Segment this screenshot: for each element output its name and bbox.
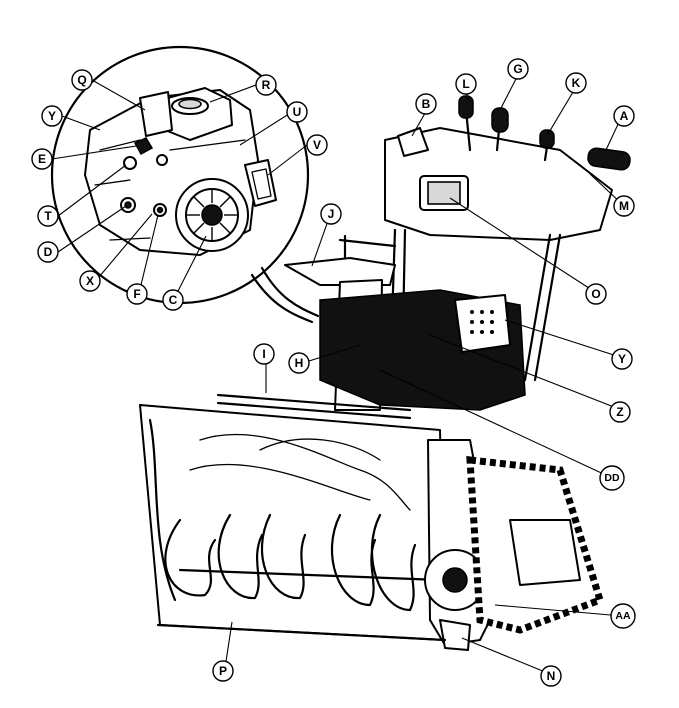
svg-text:P: P: [219, 664, 227, 678]
label-D: D: [37, 241, 59, 263]
snowblower-body: [139, 95, 631, 651]
label-M: M: [613, 195, 635, 217]
svg-text:X: X: [86, 274, 94, 288]
label-DD: DD: [599, 465, 625, 491]
svg-text:I: I: [262, 347, 265, 361]
svg-text:T: T: [44, 209, 52, 223]
label-J: J: [320, 203, 342, 225]
label-R: R: [255, 74, 277, 96]
label-E: E: [31, 148, 53, 170]
svg-text:AA: AA: [615, 610, 631, 622]
svg-text:Q: Q: [77, 73, 86, 87]
label-Q: Q: [71, 69, 93, 91]
svg-text:E: E: [38, 152, 46, 166]
svg-text:V: V: [313, 138, 321, 152]
label-G: G: [507, 58, 529, 80]
svg-text:K: K: [572, 76, 581, 90]
label-C: C: [162, 289, 184, 311]
svg-text:M: M: [619, 199, 629, 213]
svg-text:C: C: [169, 293, 178, 307]
label-L: L: [455, 73, 477, 95]
svg-text:G: G: [513, 62, 522, 76]
label-P: P: [212, 660, 234, 682]
label-O: O: [585, 283, 607, 305]
svg-text:B: B: [422, 97, 431, 111]
svg-text:A: A: [620, 109, 629, 123]
label-Y-machine: Y: [611, 348, 633, 370]
label-K: K: [565, 72, 587, 94]
svg-text:U: U: [293, 105, 302, 119]
label-A: A: [613, 105, 635, 127]
svg-text:O: O: [591, 287, 600, 301]
label-F: F: [126, 283, 148, 305]
svg-text:Z: Z: [616, 405, 623, 419]
svg-text:F: F: [133, 287, 140, 301]
label-U: U: [286, 101, 308, 123]
label-Z: Z: [609, 401, 631, 423]
svg-text:DD: DD: [604, 472, 620, 484]
svg-text:Y: Y: [618, 352, 626, 366]
label-AA: AA: [610, 603, 636, 629]
leader-lines: [51, 74, 623, 675]
svg-text:L: L: [462, 77, 469, 91]
label-T: T: [37, 205, 59, 227]
svg-text:H: H: [295, 356, 304, 370]
svg-text:J: J: [328, 207, 335, 221]
label-I: I: [253, 343, 275, 365]
label-N: N: [540, 665, 562, 687]
label-Y-engine: Y: [41, 105, 63, 127]
label-V: V: [306, 134, 328, 156]
svg-text:N: N: [547, 669, 556, 683]
svg-text:D: D: [44, 245, 53, 259]
label-H: H: [288, 352, 310, 374]
label-B: B: [415, 93, 437, 115]
svg-text:R: R: [262, 78, 271, 92]
label-X: X: [79, 270, 101, 292]
svg-text:Y: Y: [48, 109, 56, 123]
engine-detail-inset: [50, 45, 320, 324]
